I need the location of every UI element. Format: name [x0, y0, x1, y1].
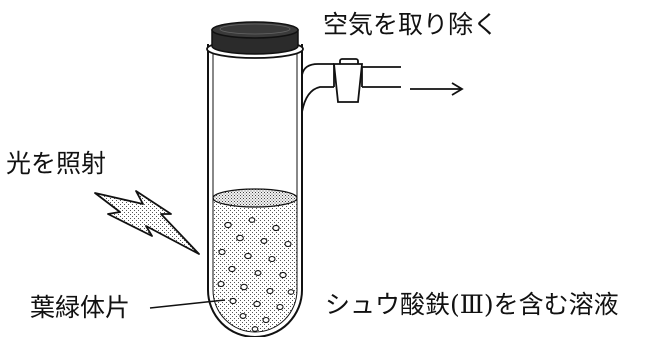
light-irradiation-label: 光を照射	[6, 149, 107, 178]
solution-liquid	[212, 188, 298, 332]
solution-label: シュウ酸鉄(Ⅲ)を含む溶液	[325, 290, 619, 319]
chloroplast-leader-line	[149, 299, 226, 309]
rubber-stopper	[206, 21, 304, 59]
arrow-right-icon	[410, 82, 464, 96]
stopcock-valve	[333, 58, 363, 103]
remove-air-label: 空気を取り除く	[323, 10, 499, 39]
side-arm-tube	[301, 63, 401, 113]
chloroplast-particles	[217, 217, 295, 332]
lightning-bolt-icon	[94, 190, 200, 255]
test-tube	[207, 44, 303, 337]
chloroplast-label: 葉緑体片	[30, 293, 131, 322]
